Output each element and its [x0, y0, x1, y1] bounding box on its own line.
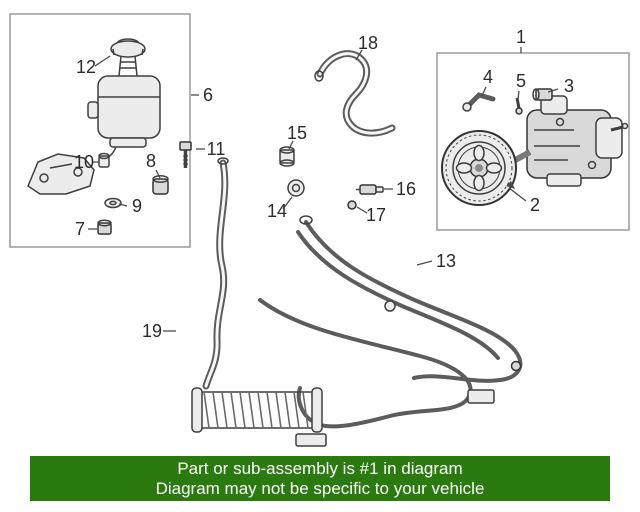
- part-10-clamp: [98, 152, 110, 168]
- callout-5: 5: [516, 71, 526, 91]
- part-5-stud: [515, 97, 523, 115]
- leader-2: [506, 181, 527, 202]
- part-14-ring: [287, 179, 305, 197]
- leader-15: [288, 140, 294, 150]
- notice-banner-line2: Diagram may not be specific to your vehi…: [156, 479, 485, 498]
- callout-10: 10: [74, 152, 94, 172]
- part-15-union: [279, 146, 295, 167]
- leader-13: [416, 260, 433, 266]
- reservoir-body: [87, 75, 161, 161]
- part-16-sensor: [356, 184, 384, 195]
- pressure-hose-1: [304, 220, 523, 383]
- reservoir-bracket: [27, 153, 95, 195]
- part-9-grommet: [104, 197, 122, 209]
- notice-banner-line1: Part or sub-assembly is #1 in diagram: [177, 459, 462, 478]
- callout-3: 3: [564, 76, 574, 96]
- callout-17: 17: [366, 205, 386, 225]
- hose-fitting-top: [299, 215, 313, 225]
- leader-9: [118, 203, 128, 207]
- leader-14: [282, 196, 293, 210]
- callout-13: 13: [436, 251, 456, 271]
- leader-18: [355, 49, 363, 61]
- rack-bolt: [510, 360, 522, 372]
- callout-18: 18: [358, 33, 378, 53]
- callout-12: 12: [76, 57, 96, 77]
- callout-9: 9: [132, 196, 142, 216]
- reservoir-cap: [110, 38, 146, 77]
- pressure-hose-3: [258, 298, 473, 429]
- part-4-elbow: [462, 92, 496, 112]
- pump-pulley: [441, 130, 532, 206]
- callout-1: 1: [516, 27, 526, 47]
- callout-14: 14: [267, 201, 287, 221]
- oil-cooler: [191, 387, 323, 433]
- notice-banner-background: [30, 456, 610, 501]
- leader-17: [356, 206, 368, 214]
- reservoir-box-outline: [9, 13, 191, 248]
- leader-4: [481, 86, 487, 97]
- leader-8: [155, 169, 161, 179]
- callout-19: 19: [142, 321, 162, 341]
- callout-11: 11: [207, 139, 226, 159]
- pump-box-outline: [436, 52, 630, 231]
- part-8-grommet: [152, 175, 169, 195]
- hose-clamp: [384, 300, 396, 312]
- pressure-hose-2: [296, 230, 500, 360]
- part-7-grommet: [97, 219, 112, 235]
- part-17-bolt: [347, 200, 357, 210]
- reservoir-box-group: 12 6 10 8 9 7: [9, 13, 213, 248]
- callout-2: 2: [530, 195, 540, 215]
- hose-18-group: 18: [314, 33, 396, 137]
- callout-7: 7: [75, 219, 85, 239]
- leader-5: [517, 90, 520, 100]
- pump-body: [526, 95, 629, 187]
- return-hose-end: [217, 157, 229, 165]
- notice-banner: Part or sub-assembly is #1 in diagram Di…: [30, 456, 610, 501]
- pump-box-group: 1: [436, 27, 630, 231]
- fittings-group: 11 15 14 16 17: [179, 123, 416, 225]
- part-3-fitting: [532, 88, 553, 101]
- callout-4: 4: [483, 67, 493, 87]
- part-11-bolt: [179, 141, 192, 168]
- leader-3: [547, 88, 559, 93]
- hose-bracket: [467, 389, 495, 404]
- hose-assembly-group: 13 19: [142, 157, 523, 447]
- leader-12: [94, 55, 111, 67]
- callout-15: 15: [287, 123, 307, 143]
- callout-6: 6: [203, 85, 213, 105]
- cooler-bracket: [295, 433, 327, 447]
- callout-16: 16: [396, 179, 416, 199]
- callout-8: 8: [146, 151, 156, 171]
- hose-18-end: [314, 70, 324, 82]
